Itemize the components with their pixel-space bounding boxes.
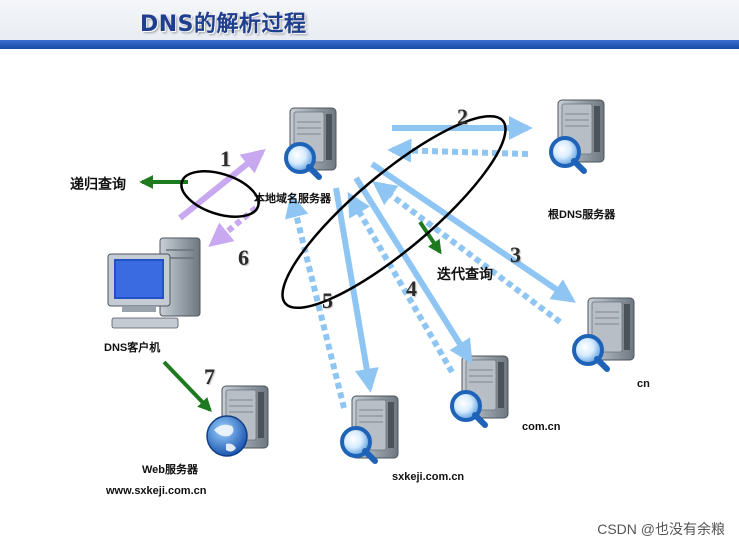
step-2: 2: [457, 104, 468, 129]
step-4: 4: [406, 276, 417, 301]
local-dns-server-icon: [286, 107, 337, 177]
slide-title: DNS的解析过程: [140, 12, 307, 37]
root-dns-label: 根DNS服务器: [548, 209, 616, 221]
cn-server-icon: [574, 297, 635, 369]
recursive-query-label: 递归查询: [70, 176, 126, 192]
dns-client-label: DNS客户机: [104, 342, 161, 354]
iterative-query-label: 迭代查询: [437, 266, 493, 282]
local-dns-label: 本地域名服务器: [254, 193, 331, 205]
root-dns-server-icon: [551, 99, 605, 171]
com-cn-label: com.cn: [522, 421, 561, 433]
web-server-icon: [206, 385, 269, 457]
header-rule: [0, 40, 739, 49]
watermark: CSDN @也没有余粮: [597, 521, 725, 537]
sxkeji-label: sxkeji.com.cn: [392, 471, 465, 483]
web-server-label: Web服务器: [142, 464, 199, 476]
sxkeji-server-icon: [342, 395, 399, 461]
cn-label: cn: [637, 378, 650, 390]
step-3: 3: [510, 242, 521, 267]
web-url-label: www.sxkeji.com.cn: [106, 485, 207, 497]
step-7: 7: [204, 364, 215, 389]
dns-client-computer-icon: [107, 237, 201, 329]
com-cn-server-icon: [452, 355, 509, 425]
step-5: 5: [322, 288, 333, 313]
step-1: 1: [220, 146, 231, 171]
step-6: 6: [238, 245, 249, 270]
